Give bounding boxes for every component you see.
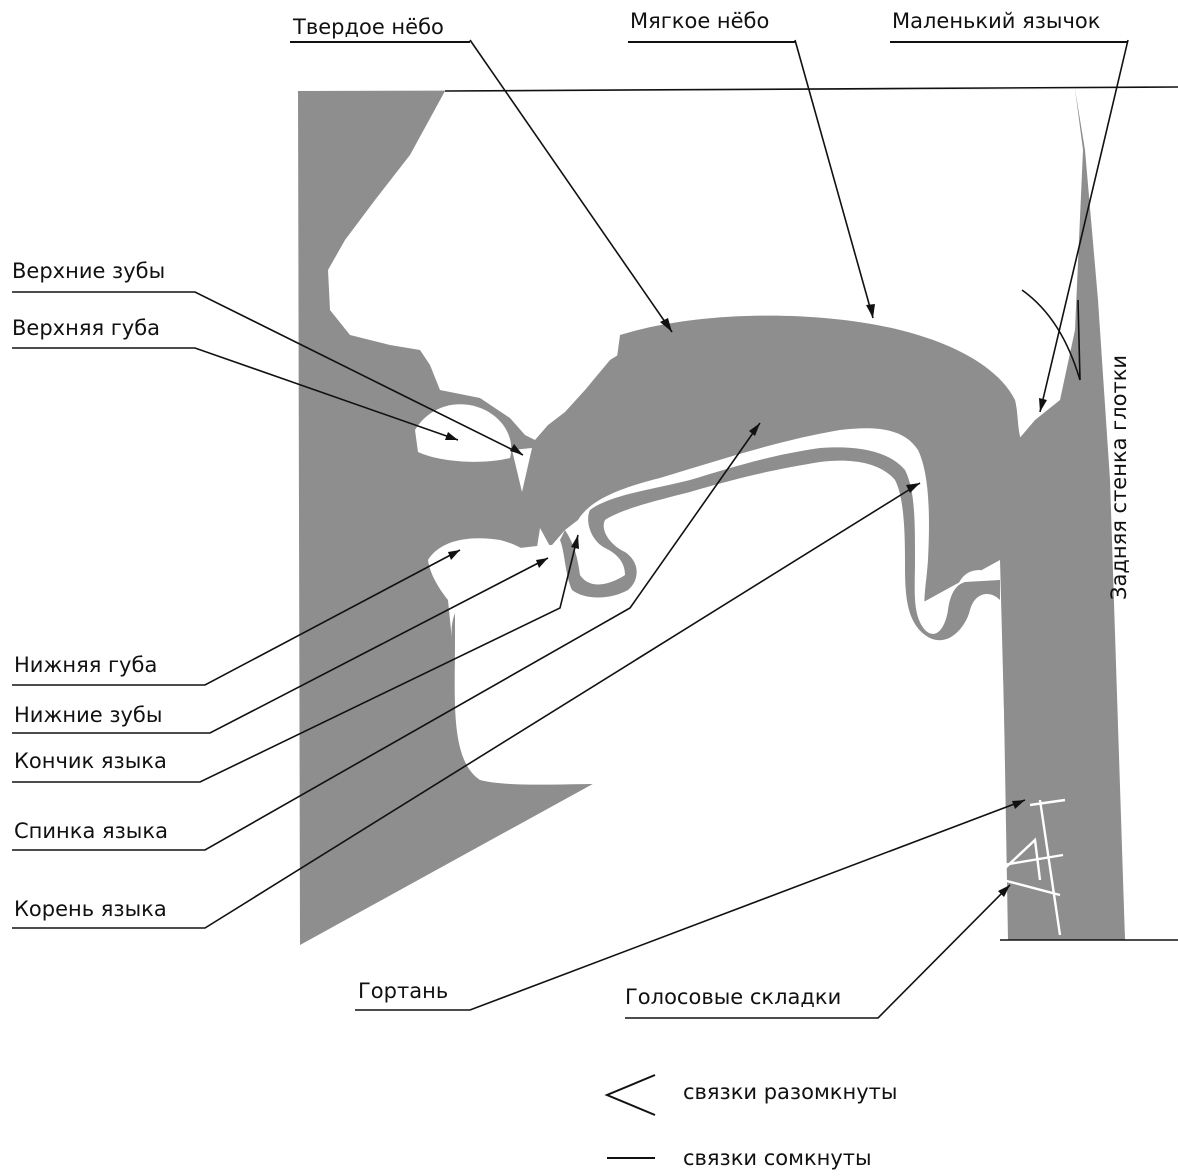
label-vocal-folds: Голосовые складки	[625, 985, 841, 1009]
label-tongue-back: Спинка языка	[14, 819, 168, 843]
label-upper-lip: Верхняя губа	[12, 316, 160, 340]
label-hard-palate: Твердое нёбо	[292, 15, 444, 39]
label-soft-palate: Мягкое нёбо	[630, 9, 769, 33]
label-larynx: Гортань	[358, 979, 448, 1003]
label-upper-teeth: Верхние зубы	[12, 259, 165, 283]
label-lower-lip: Нижняя губа	[14, 653, 157, 677]
label-uvula: Маленький язычок	[892, 9, 1100, 33]
label-tongue-root: Корень языка	[14, 897, 167, 921]
legend: связки разомкнуты связки сомкнуты	[607, 1075, 897, 1170]
legend-open-symbol	[607, 1075, 655, 1115]
legend-open-label: связки разомкнуты	[683, 1080, 897, 1104]
label-tongue-tip: Кончик языка	[14, 749, 167, 773]
label-pharynx-wall: Задняя стенка глотки	[1107, 355, 1131, 600]
legend-closed-label: связки сомкнуты	[683, 1146, 872, 1170]
label-lower-teeth: Нижние зубы	[14, 703, 162, 727]
anatomy-figure	[298, 89, 1125, 945]
